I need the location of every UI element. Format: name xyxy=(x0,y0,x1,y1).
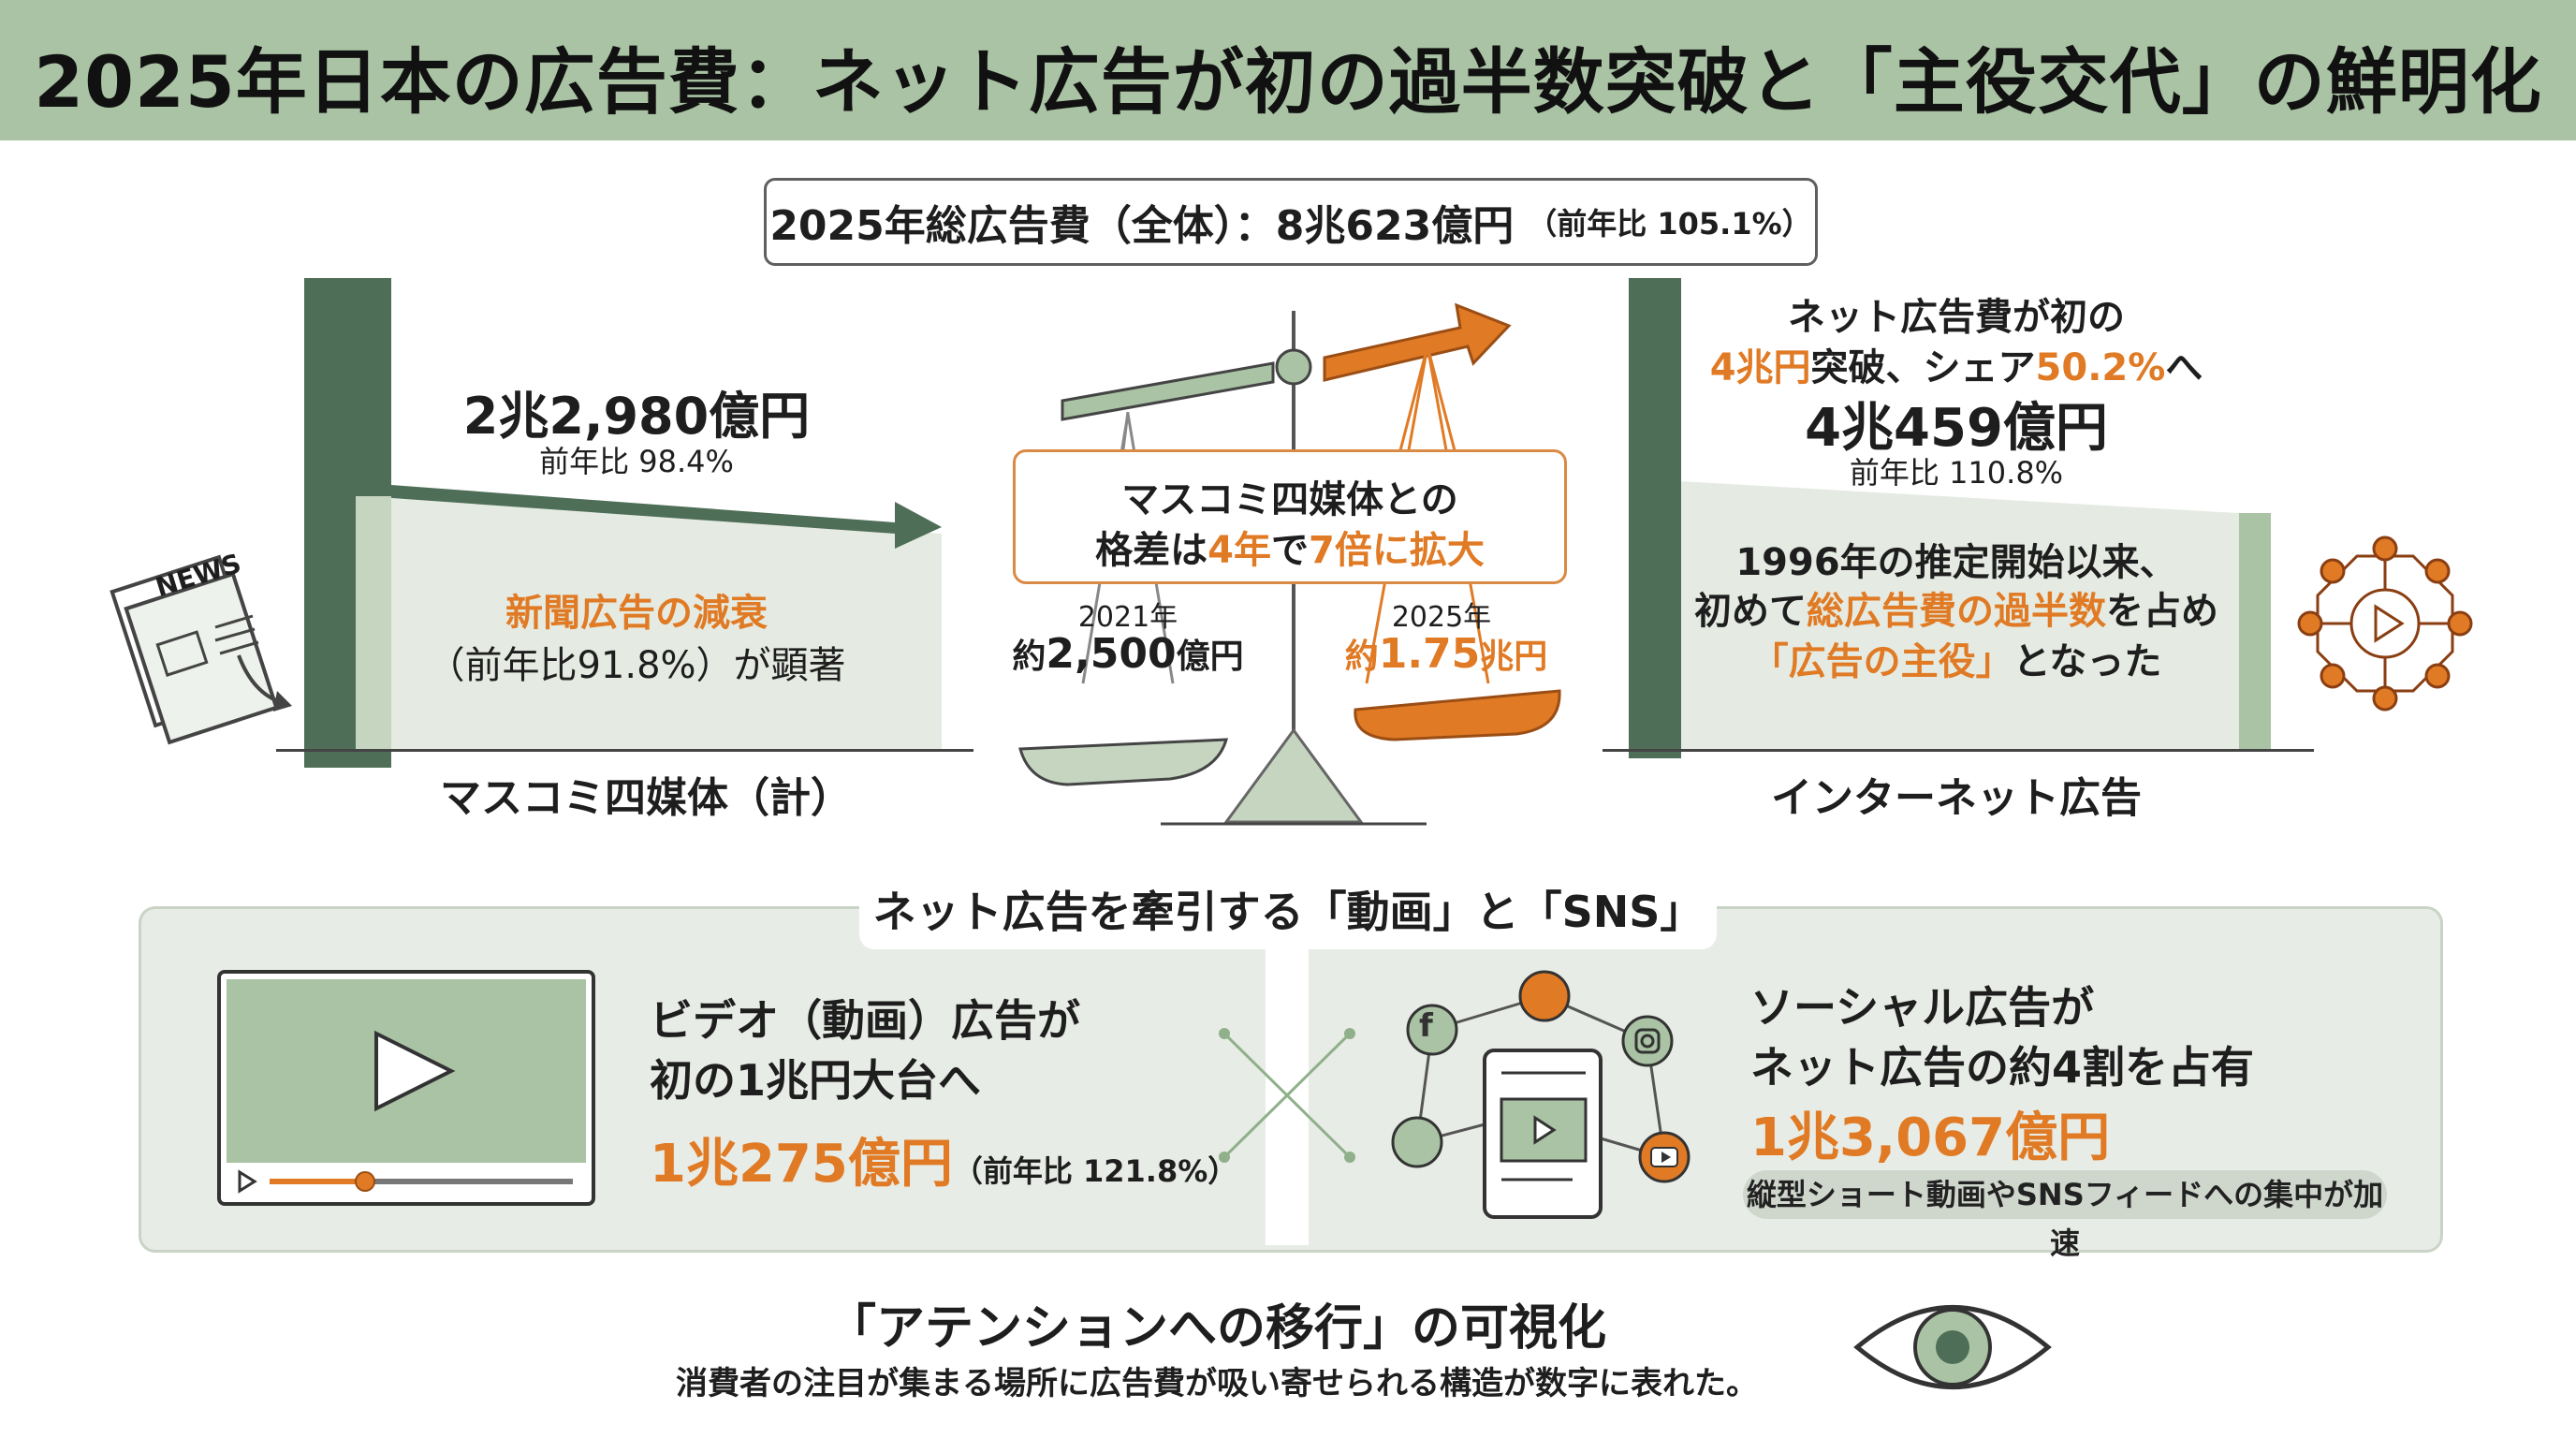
facebook-icon xyxy=(1406,1004,1458,1056)
gap-right-value: 1.75 xyxy=(1378,630,1481,678)
snapchat-icon xyxy=(1518,970,1571,1022)
facebook-glyph: f xyxy=(1419,1007,1433,1045)
gap-left-value-row: 約2,500億円 xyxy=(983,629,1273,678)
gap-right-prefix: 約 xyxy=(1344,638,1379,676)
internet-headline-line1: ネット広告費が初の xyxy=(1788,296,2125,339)
video-player-icon xyxy=(217,970,595,1206)
video-amount: 1兆275億円 xyxy=(650,1134,953,1195)
internet-yoy: 前年比 110.8% xyxy=(1849,455,2064,491)
mass-media-declining-area xyxy=(356,496,942,749)
gap-right-value-row: 約1.75兆円 xyxy=(1310,629,1582,678)
cross-connector xyxy=(1219,1028,1355,1163)
eye-icon xyxy=(1853,1305,2052,1389)
newspaper-decline-note: （前年比91.8%）が顕著 xyxy=(427,644,846,687)
video-yoy: （前年比 121.8%） xyxy=(952,1153,1238,1189)
scale-right-pan xyxy=(1354,689,1561,741)
gap-left-year: 2021年 xyxy=(1077,601,1178,634)
network-video-icon xyxy=(2297,536,2473,712)
internet-share-highlight: 50.2% xyxy=(2035,346,2166,389)
internet-note2-a: 初めて xyxy=(1694,590,1807,633)
total-label: 2025年総広告費（全体）：8兆623億円 xyxy=(769,202,1515,250)
gap-right-unit: 兆円 xyxy=(1480,638,1548,676)
scale-base xyxy=(1223,727,1364,824)
social-network-icon xyxy=(1391,970,1690,1219)
internet-note3-b: となった xyxy=(2012,640,2162,683)
newspaper-icon xyxy=(110,554,292,745)
video-line1: ビデオ（動画）広告が xyxy=(650,995,1080,1046)
twitter-icon xyxy=(1391,1116,1443,1168)
social-line1: ソーシャル広告が xyxy=(1750,982,2095,1033)
internet-main-role-highlight: 「広告の主役」 xyxy=(1750,640,2013,683)
internet-note-line3: 「広告の主役」となった xyxy=(1676,631,2237,685)
social-trend-pill: 縦型ショート動画やSNSフィードへの集中が加速 xyxy=(1743,1170,2387,1261)
social-line2: ネット広告の約4割を占有 xyxy=(1750,1042,2255,1093)
mass-media-yoy: 前年比 98.4% xyxy=(539,444,734,479)
gap-left-unit: 億円 xyxy=(1176,638,1244,676)
gap-callout-box: マスコミ四媒体との 格差は4年で7倍に拡大 xyxy=(1013,449,1567,584)
gap-left-prefix: 約 xyxy=(1012,638,1046,676)
gap-line2-a: 格差は xyxy=(1095,529,1208,572)
internet-majority-highlight: 総広告費の過半数 xyxy=(1807,590,2106,633)
instagram-icon xyxy=(1621,1015,1674,1067)
internet-baseline xyxy=(1603,749,2314,752)
mass-media-area-stripe xyxy=(356,496,391,749)
newspaper-decline-highlight: 新聞広告の減衰 xyxy=(505,592,768,635)
scale-beam-right-arrow xyxy=(1323,302,1512,382)
gap-line2-years: 4年 xyxy=(1208,529,1271,572)
internet-note2-c: を占め xyxy=(2106,590,2218,633)
mass-media-amount: 2兆2,980億円 xyxy=(462,387,811,446)
internet-headline-line2: 4兆円突破、シェア50.2%へ xyxy=(1629,337,2284,391)
internet-note-line1: 1996年の推定開始以来、 xyxy=(1735,541,2177,584)
internet-note-line2: 初めて総広告費の過半数を占め xyxy=(1647,580,2265,635)
internet-headline-mid: 突破、シェア xyxy=(1810,346,2036,389)
social-amount: 1兆3,067億円 xyxy=(1750,1108,2111,1168)
header-bar xyxy=(0,0,2576,140)
gap-line2: 格差は4年で7倍に拡大 xyxy=(1016,520,1564,574)
internet-growth-area xyxy=(1647,479,2271,749)
gap-line2-c: で xyxy=(1271,529,1309,572)
total-ad-spend-box: 2025年総広告費（全体）：8兆623億円 （前年比 105.1%） xyxy=(764,178,1818,266)
total-yoy: （前年比 105.1%） xyxy=(1527,206,1812,242)
internet-label: インターネット広告 xyxy=(1771,774,2142,822)
internet-headline-end: へ xyxy=(2165,346,2203,389)
gap-right-year: 2025年 xyxy=(1391,601,1492,634)
drivers-panel-title: ネット広告を牽引する「動画」と「SNS」 xyxy=(859,874,1717,949)
scale-left-pan xyxy=(1018,738,1229,786)
mass-media-graphic xyxy=(110,278,942,768)
video-amount-row: 1兆275億円（前年比 121.8%） xyxy=(650,1122,1249,1197)
mass-media-baseline xyxy=(276,749,973,752)
internet-4cho-highlight: 4兆円 xyxy=(1709,346,1811,389)
mass-media-label: マスコミ四媒体（計） xyxy=(440,774,852,822)
internet-start-bar xyxy=(1629,278,1681,758)
attention-subtitle: 消費者の注目が集まる場所に広告費が吸い寄せられる構造が数字に表れた。 xyxy=(676,1365,1758,1402)
internet-end-bar xyxy=(2239,513,2271,749)
gap-line1: マスコミ四媒体との xyxy=(1121,478,1458,521)
scale-pivot xyxy=(1275,348,1312,386)
mass-media-decline-arrow xyxy=(391,485,942,549)
gap-line2-multiplier: 7倍に拡大 xyxy=(1309,529,1485,572)
scale-beam-left xyxy=(1061,361,1275,421)
attention-title: 「アテンションへの移行」の可視化 xyxy=(827,1300,1606,1357)
video-line2: 初の1兆円大台へ xyxy=(650,1055,982,1106)
gap-left-value: 2,500 xyxy=(1046,630,1177,678)
page-title: 2025年日本の広告費：ネット広告が初の過半数突破と「主役交代」の鮮明化 xyxy=(34,40,2542,124)
internet-ad-graphic xyxy=(1629,278,2473,758)
internet-amount: 4兆459億円 xyxy=(1805,398,2108,459)
